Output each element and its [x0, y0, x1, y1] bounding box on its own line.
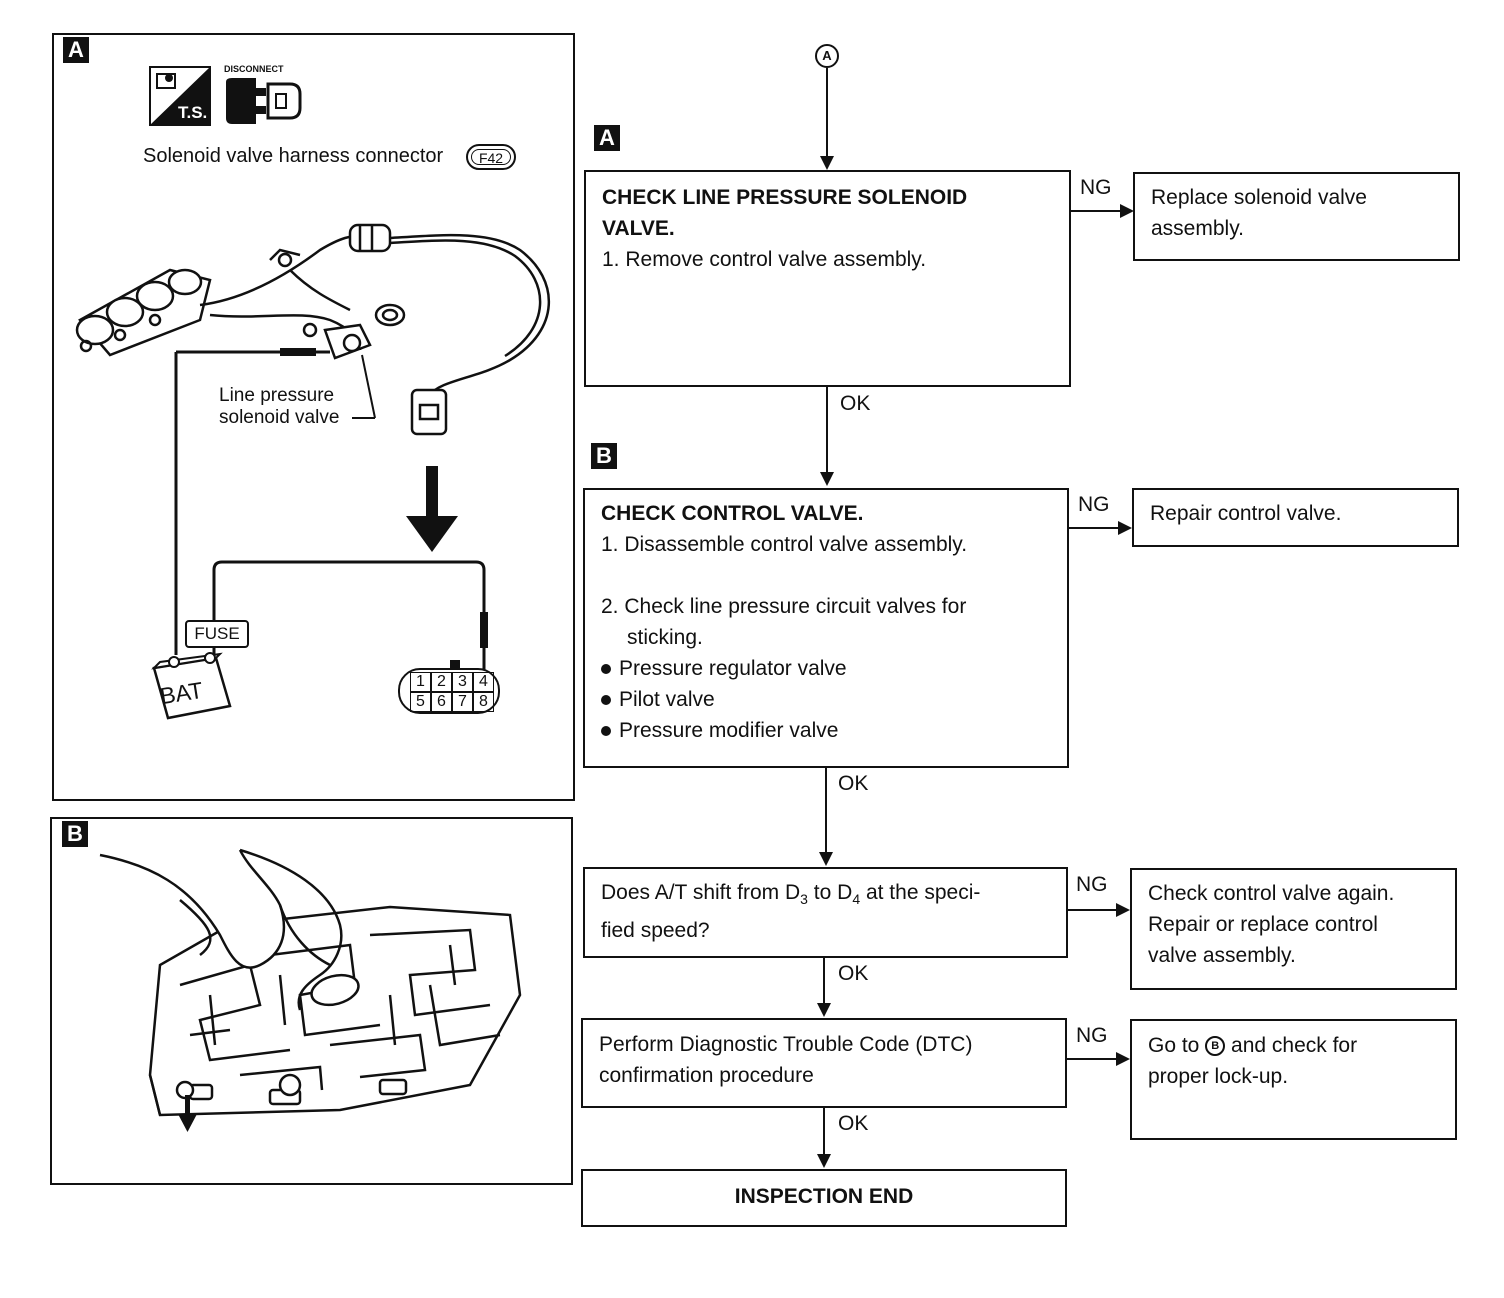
step-check-line-pressure-solenoid: CHECK LINE PRESSURE SOLENOID VALVE. 1. R…	[584, 170, 1071, 387]
box4-line1: Perform Diagnostic Trouble Code (DTC)	[599, 1033, 973, 1056]
connector-id: F42	[471, 149, 511, 166]
pin-2: 2	[431, 672, 452, 692]
box4-ng-text-a: Go to	[1148, 1034, 1206, 1057]
connector-latch	[450, 660, 460, 670]
box4-ng-text-b: and check for	[1225, 1034, 1358, 1057]
harness-connector-pins: 1 2 3 4 5 6 7 8	[398, 660, 500, 714]
box1-ng-text: Replace solenoid valve assembly.	[1151, 186, 1367, 240]
box4-ng-line2: proper lock-up.	[1148, 1065, 1289, 1088]
box2-title: CHECK CONTROL VALVE.	[601, 502, 864, 525]
circled-b-letter: B	[1211, 1040, 1220, 1053]
box3-ok-label: OK	[838, 962, 869, 985]
ng-result-go-to-b: Go to B and check for proper lock-up.	[1130, 1019, 1457, 1140]
box3-line2: fied speed?	[601, 919, 710, 943]
box3-ng-label: NG	[1076, 873, 1108, 896]
pin-5: 5	[410, 692, 431, 712]
control-valve-illustration	[90, 845, 540, 1145]
box3-ng-line1: Check control valve again.	[1148, 882, 1395, 905]
box3-sub-3: 3	[800, 891, 808, 908]
box4-ng-label: NG	[1076, 1024, 1108, 1047]
step-perform-dtc-confirmation: Perform Diagnostic Trouble Code (DTC) co…	[581, 1018, 1067, 1108]
box2-bullet-1: Pressure regulator valve	[601, 653, 1051, 684]
bullet-icon	[601, 726, 611, 737]
box1-ok-label: OK	[840, 392, 871, 415]
pin-8: 8	[473, 692, 494, 712]
disconnect-connector-icon	[222, 76, 306, 126]
box1-ng-label: NG	[1080, 176, 1112, 199]
box1-title-line1: CHECK LINE PRESSURE SOLENOID	[602, 186, 968, 209]
box2-ng-label: NG	[1078, 493, 1110, 516]
box2-step-2: 2. Check line pressure circuit valves fo…	[601, 595, 967, 618]
box2-ng-text: Repair control valve.	[1150, 502, 1342, 525]
circled-b-marker: B	[1205, 1036, 1226, 1057]
battery-icon	[150, 648, 234, 722]
test-symbol-label: T.S.	[178, 103, 208, 122]
ng-result-repair-control-valve: Repair control valve.	[1132, 488, 1459, 547]
inspection-end: INSPECTION END	[581, 1169, 1067, 1227]
box3-text-a: Does A/T shift from D	[601, 881, 801, 904]
step-b-tag: B	[591, 443, 617, 469]
panel-b-tag: B	[62, 821, 88, 847]
box2-bullet-3: Pressure modifier valve	[601, 715, 1051, 746]
connector-id-badge: F42	[466, 144, 516, 170]
box4-ng-line1: Go to B and check for	[1148, 1030, 1439, 1061]
pin-6: 6	[431, 692, 452, 712]
box3-line1: Does A/T shift from D3 to D4 at the spec…	[601, 877, 1050, 915]
bullet-icon	[601, 695, 611, 706]
step-check-control-valve: CHECK CONTROL VALVE. 1. Disassemble cont…	[583, 488, 1069, 768]
box3-ng-line2: Repair or replace control	[1148, 913, 1378, 936]
ng-result-check-control-valve-again: Check control valve again. Repair or rep…	[1130, 868, 1457, 990]
bullet-text-2: Pilot valve	[619, 688, 715, 711]
box2-step-1: 1. Disassemble control valve assembly.	[601, 533, 968, 556]
disconnect-label: DISCONNECT	[224, 64, 284, 74]
panel-a-tag: A	[63, 37, 89, 63]
bullet-icon	[601, 664, 611, 675]
bullet-text-3: Pressure modifier valve	[619, 719, 839, 742]
callout-label-line1: Line pressure	[219, 385, 335, 406]
box3-ng-line3: valve assembly.	[1148, 944, 1296, 967]
pin-4: 4	[473, 672, 494, 692]
bullet-text-1: Pressure regulator valve	[619, 657, 847, 680]
box2-step-2-cont: sticking.	[627, 626, 703, 649]
solenoid-assembly-illustration	[60, 210, 570, 450]
fuse-label: FUSE	[185, 620, 249, 648]
box1-step-1: 1. Remove control valve assembly.	[602, 248, 927, 271]
box4-ok-label: OK	[838, 1112, 869, 1135]
pin-3: 3	[452, 672, 473, 692]
box2-bullet-2: Pilot valve	[601, 684, 1051, 715]
pin-1: 1	[410, 672, 431, 692]
start-connector-marker: A	[815, 44, 839, 68]
box4-line2: confirmation procedure	[599, 1064, 814, 1087]
box1-title-line2: VALVE.	[602, 217, 675, 240]
step-shift-d3-to-d4: Does A/T shift from D3 to D4 at the spec…	[583, 867, 1068, 958]
box3-text-c: at the speci-	[860, 881, 981, 904]
callout-label-line2: solenoid valve	[219, 407, 340, 428]
connector-caption: Solenoid valve harness connector	[143, 145, 444, 167]
box2-ok-label: OK	[838, 772, 869, 795]
box3-sub-4: 4	[852, 891, 861, 908]
pin-7: 7	[452, 692, 473, 712]
box3-text-b: to D	[807, 881, 853, 904]
end-label: INSPECTION END	[734, 1185, 914, 1208]
ng-result-replace-solenoid: Replace solenoid valve assembly.	[1133, 172, 1460, 261]
test-symbol-icon	[149, 66, 211, 126]
start-marker-letter: A	[822, 48, 832, 63]
step-a-tag: A	[594, 125, 620, 151]
